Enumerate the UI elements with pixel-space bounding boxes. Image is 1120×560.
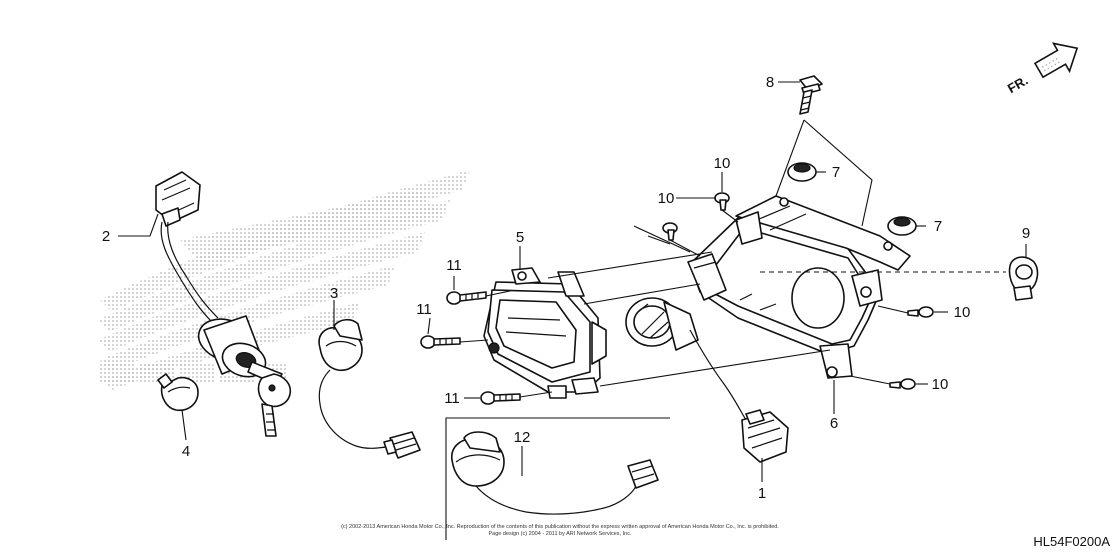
screw-11-lower[interactable] [480,391,521,405]
callout-4[interactable]: 4 [182,443,190,460]
ignition-key-cap[interactable] [157,373,199,412]
screw-10-top[interactable] [714,192,730,211]
callout-7-upper[interactable]: 7 [832,164,840,181]
front-direction-arrow-icon: FR. [1005,42,1079,96]
callout-leaders [118,81,1027,482]
callout-11-middle[interactable]: 11 [416,301,432,318]
copyright-line-1: (c) 2002-2013 American Honda Motor Co., … [341,524,779,530]
upper-cover-plate[interactable] [735,195,911,271]
callout-labels: 1 2 3 4 5 6 7 7 8 9 10 10 10 10 11 11 11… [102,74,1030,502]
indicator-panel-part-5[interactable] [483,267,607,399]
harness-coupler-part-1[interactable] [741,409,789,463]
callout-10-left[interactable]: 10 [658,190,675,207]
part-12-switch-assembly[interactable] [451,431,659,515]
callout-6[interactable]: 6 [830,415,838,432]
callout-2[interactable]: 2 [102,228,110,245]
callout-1[interactable]: 1 [758,485,766,502]
callout-8[interactable]: 8 [766,74,774,91]
grommet-upper[interactable] [787,162,817,182]
honda-wing-watermark [98,170,470,390]
mounting-bracket-part-6[interactable] [687,215,883,379]
direction-label: FR. [1005,73,1031,96]
flange-bolt-part-8[interactable] [799,75,823,115]
callout-9[interactable]: 9 [1022,225,1030,242]
callout-brackets [775,119,926,227]
callout-10-top[interactable]: 10 [714,155,731,172]
screw-10-right[interactable] [907,306,934,318]
exploded-guide-lines [459,209,1006,398]
callout-11-upper[interactable]: 11 [446,257,462,274]
screw-10-bottom[interactable] [889,378,916,390]
callout-3[interactable]: 3 [330,285,338,302]
clamp-part-9[interactable] [1008,256,1039,301]
callout-11-lower[interactable]: 11 [444,390,460,407]
callout-7-right[interactable]: 7 [934,218,942,235]
screw-11-upper[interactable] [446,291,487,305]
ignition-switch-assembly[interactable] [155,171,292,437]
inset-box-part-12 [445,417,670,540]
screw-11-middle[interactable] [420,335,461,349]
screw-10-left[interactable] [662,222,678,241]
diagram-part-code: HL54F0200A [1033,534,1110,549]
callout-10-bottom[interactable]: 10 [932,376,949,393]
callout-12[interactable]: 12 [514,429,531,446]
callout-10-right[interactable]: 10 [954,304,971,321]
grommet-right[interactable] [887,216,917,236]
auxiliary-switch-assembly[interactable] [318,318,421,459]
copyright-line-2: Page design (c) 2004 - 2011 by ARI Netwo… [489,531,632,537]
callout-5[interactable]: 5 [516,229,524,246]
rubber-boot[interactable] [625,297,747,421]
